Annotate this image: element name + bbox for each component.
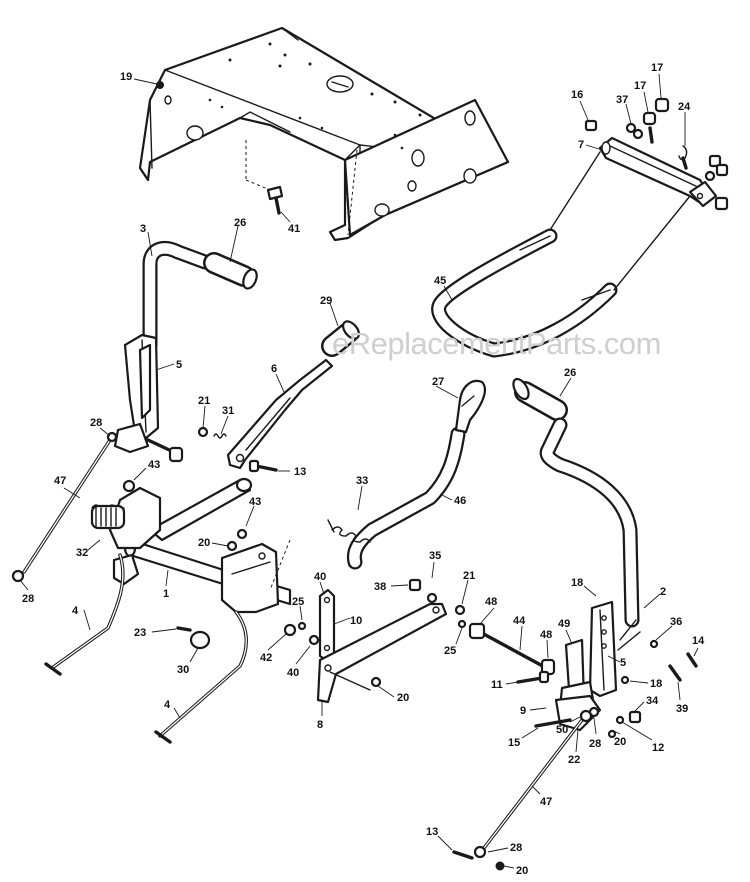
callout-24: 24: [678, 101, 691, 113]
callout-26a: 26: [234, 217, 246, 229]
callout-25a: 25: [292, 596, 304, 608]
callout-4b: 4: [164, 699, 171, 711]
callout-21b: 21: [463, 570, 475, 582]
callout-10: 10: [350, 615, 362, 627]
spring-33: [327, 519, 371, 543]
callout-45: 45: [434, 275, 446, 287]
callout-33: 33: [356, 475, 368, 487]
lever-46: [346, 379, 486, 570]
bolt-11: [516, 670, 550, 684]
callout-17a: 17: [634, 80, 646, 92]
handle-45: [431, 151, 691, 358]
callout-48a: 48: [485, 596, 497, 608]
callout-3: 3: [140, 223, 146, 235]
callout-28c: 28: [589, 738, 601, 750]
rod-47-left: [11, 431, 118, 583]
callout-46: 46: [454, 495, 466, 507]
callout-13a: 13: [294, 466, 306, 478]
rod-4-lower: [154, 610, 248, 744]
callout-47b: 47: [540, 796, 552, 808]
callouts: 19 41 16 37 17 17 24 7 3 26 45 29 5 6 21…: [19, 62, 705, 877]
rod-47-right: [452, 709, 593, 871]
callout-6: 6: [271, 363, 277, 375]
hardware-center: [176, 578, 466, 650]
callout-18b: 18: [650, 678, 662, 690]
callout-16: 16: [571, 89, 583, 101]
bracket-7: [598, 136, 718, 208]
callout-40a: 40: [314, 571, 326, 583]
bracket-center: [220, 528, 291, 614]
lever-5-right: [558, 600, 641, 716]
callout-37: 37: [616, 94, 628, 106]
callout-42: 42: [260, 652, 272, 664]
link-top: [148, 477, 253, 542]
callout-7: 7: [578, 139, 584, 151]
callout-48b: 48: [540, 629, 552, 641]
callout-35: 35: [429, 550, 441, 562]
callout-4a: 4: [72, 605, 79, 617]
callout-38: 38: [374, 581, 386, 593]
callout-19: 19: [120, 71, 132, 83]
spring-32-bracket: [90, 479, 162, 586]
callout-17b: 17: [651, 62, 663, 74]
callout-27: 27: [432, 376, 444, 388]
callout-50: 50: [556, 724, 568, 736]
callout-26b: 26: [564, 367, 576, 379]
callout-20d: 20: [516, 865, 528, 877]
callout-5a: 5: [176, 359, 182, 371]
callout-34: 34: [646, 695, 659, 707]
callout-31: 31: [222, 405, 234, 417]
callout-44: 44: [513, 615, 526, 627]
bolt-41: [266, 185, 284, 215]
callout-49: 49: [558, 618, 570, 630]
callout-18a: 18: [571, 577, 583, 589]
dash-panel-frame: [138, 26, 510, 242]
callout-28d: 28: [510, 842, 522, 854]
rod-4-upper: [44, 553, 125, 676]
callout-21a: 21: [198, 395, 210, 407]
callout-23: 23: [134, 627, 146, 639]
link-10: [318, 588, 336, 662]
callout-5b: 5: [620, 657, 626, 669]
hardware-21-31: [197, 426, 278, 473]
callout-47a: 47: [54, 475, 66, 487]
handle-right-26: [512, 377, 640, 628]
callout-12: 12: [652, 742, 664, 754]
screw-19: [156, 81, 164, 89]
callout-32: 32: [76, 547, 88, 559]
lever-6: [226, 320, 361, 470]
callout-41: 41: [288, 223, 300, 235]
hardware-7-group: [584, 97, 729, 211]
callout-29: 29: [320, 295, 332, 307]
callout-14: 14: [692, 635, 705, 647]
callout-36: 36: [670, 616, 682, 628]
callout-13b: 13: [426, 826, 438, 838]
callout-22: 22: [568, 754, 580, 766]
callout-40b: 40: [287, 667, 299, 679]
callout-1: 1: [163, 588, 169, 600]
callout-20a: 20: [198, 537, 210, 549]
callout-39: 39: [676, 703, 688, 715]
lever-5-left: [113, 333, 184, 463]
handle-3: [142, 241, 258, 353]
callout-11: 11: [491, 679, 503, 691]
callout-8: 8: [317, 719, 323, 731]
callout-43b: 43: [249, 496, 261, 508]
callout-43a: 43: [148, 459, 160, 471]
callout-20c: 20: [614, 736, 626, 748]
callout-30: 30: [177, 664, 189, 676]
callout-9: 9: [520, 705, 526, 717]
arm-8: [316, 602, 448, 704]
callout-28a: 28: [90, 417, 102, 429]
callout-2: 2: [660, 586, 666, 598]
rod-44: [457, 619, 556, 676]
watermark-text: eReplacementParts.com: [332, 326, 661, 361]
callout-28b: 28: [22, 593, 34, 605]
callout-25b: 25: [444, 645, 456, 657]
callout-20b: 20: [397, 692, 409, 704]
callout-15: 15: [508, 737, 520, 749]
